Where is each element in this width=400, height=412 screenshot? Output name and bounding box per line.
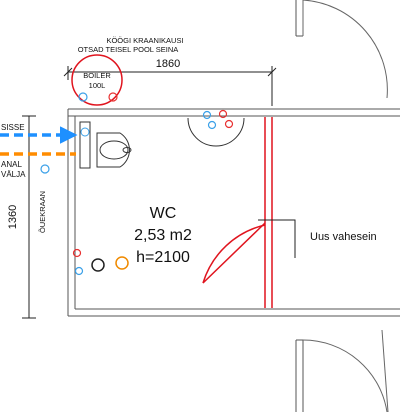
pipe-drain-label-line2: VÄLJA [1, 170, 26, 179]
boiler [71, 54, 123, 106]
new-partition-label: Uus vahesein [310, 231, 377, 243]
floor-tap-label: ÕUEKRAAN [38, 191, 47, 233]
dimension-height-label: 1360 [7, 205, 19, 229]
pipe-in-label: SISSE [1, 123, 25, 132]
room-area: 2,53 m2 [134, 227, 192, 244]
new-partition-wall [264, 117, 273, 308]
dimension-width [63, 66, 277, 106]
room-name: WC [150, 205, 177, 222]
room-height: h=2100 [136, 249, 190, 266]
boiler-label: BOILER [83, 71, 111, 80]
kitchen-note-line1: KÖÖGI KRAANIKAUSI [106, 36, 183, 45]
kitchen-outlets [187, 109, 245, 147]
wc-door [202, 222, 266, 284]
dimension-height [22, 115, 36, 319]
pipe-drain-label-line1: ANAL [1, 160, 22, 169]
floor-fixtures [72, 248, 129, 276]
kitchen-note-line2: OTSAD TEISEL POOL SEINA [78, 45, 179, 54]
washbasin [96, 132, 132, 168]
boiler-volume: 100L [89, 81, 106, 90]
right-wall [295, 0, 304, 412]
wall-fixture [79, 121, 91, 169]
exterior-door-top [302, 0, 388, 99]
floor-tap-marker [40, 164, 50, 174]
dimension-width-label: 1860 [156, 58, 180, 70]
partition-leader-line [258, 219, 296, 258]
exterior-door-bottom [302, 329, 389, 412]
